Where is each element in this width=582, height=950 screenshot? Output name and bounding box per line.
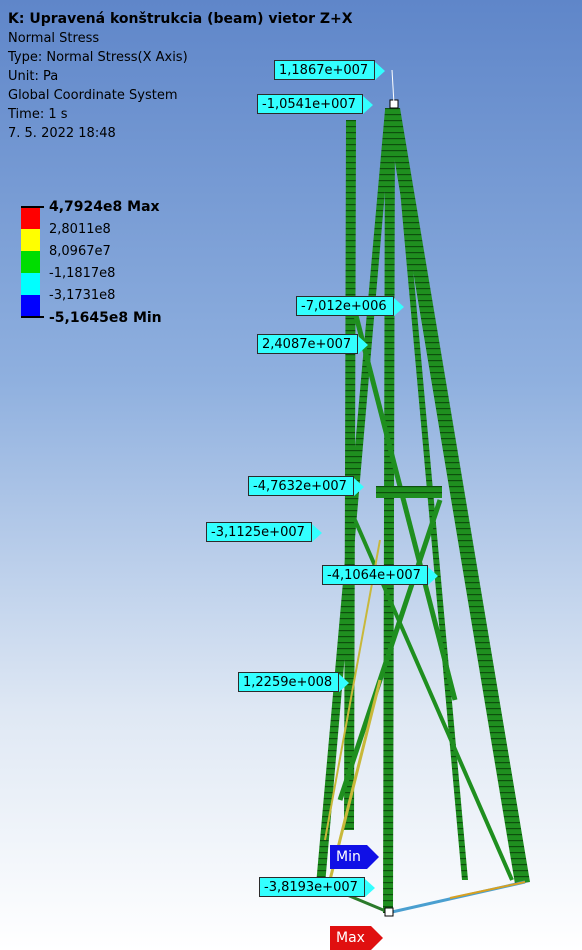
legend-tick [21, 316, 44, 318]
probe-label[interactable]: -3,8193e+007 [259, 877, 375, 897]
probe-label[interactable]: 1,1867e+007 [274, 60, 386, 80]
min-marker-label: Min [336, 849, 361, 865]
probe-label[interactable]: -4,7632e+007 [248, 476, 364, 496]
top-leader [391, 69, 395, 105]
probe-label[interactable]: -4,1064e+007 [322, 565, 438, 585]
probe-label[interactable]: -1,0541e+007 [257, 94, 373, 114]
legend-tick [21, 206, 44, 208]
result-name: Normal Stress [8, 31, 100, 46]
max-marker[interactable]: Max [330, 926, 383, 950]
probe-label[interactable]: 2,4087e+007 [257, 334, 369, 354]
legend-label: -1,1817e8 [49, 266, 116, 281]
brace-5 [324, 539, 381, 841]
probe-label[interactable]: 1,2259e+008 [238, 672, 350, 692]
legend-swatch-cyan [21, 273, 40, 295]
legend-max-label: 4,7924e8 Max [49, 199, 160, 215]
result-date: 7. 5. 2022 18:48 [8, 126, 116, 141]
probe-label[interactable]: -7,012e+006 [296, 296, 404, 316]
result-title: K: Upravená konštrukcia (beam) vietor Z+… [8, 11, 353, 27]
legend-label: 8,0967e7 [49, 244, 111, 259]
legend-label: -3,1731e8 [49, 288, 116, 303]
legend-label: 2,8011e8 [49, 222, 111, 237]
legend-swatch-green [21, 251, 40, 273]
beam-horizontal [376, 486, 442, 498]
legend-min-label: -5,1645e8 Min [49, 310, 162, 326]
result-coordinate-system: Global Coordinate System [8, 88, 178, 103]
node-bottom [384, 907, 394, 917]
result-type: Type: Normal Stress(X Axis) [8, 50, 188, 65]
result-unit: Unit: Pa [8, 69, 59, 84]
brace-1 [349, 299, 458, 701]
min-marker[interactable]: Min [330, 845, 379, 869]
legend-swatch-blue [21, 295, 40, 317]
legend-swatch-red [21, 207, 40, 229]
beam-center-leg [383, 108, 395, 913]
max-marker-label: Max [336, 930, 365, 946]
result-time: Time: 1 s [8, 107, 68, 122]
base-right-warm [449, 881, 526, 899]
legend-swatch-yellow [21, 229, 40, 251]
result-info: K: Upravená konštrukcia (beam) vietor Z+… [8, 10, 353, 143]
beam-right-leg [386, 108, 530, 884]
probe-label[interactable]: -3,1125e+007 [206, 522, 322, 542]
brace-2 [337, 499, 443, 801]
